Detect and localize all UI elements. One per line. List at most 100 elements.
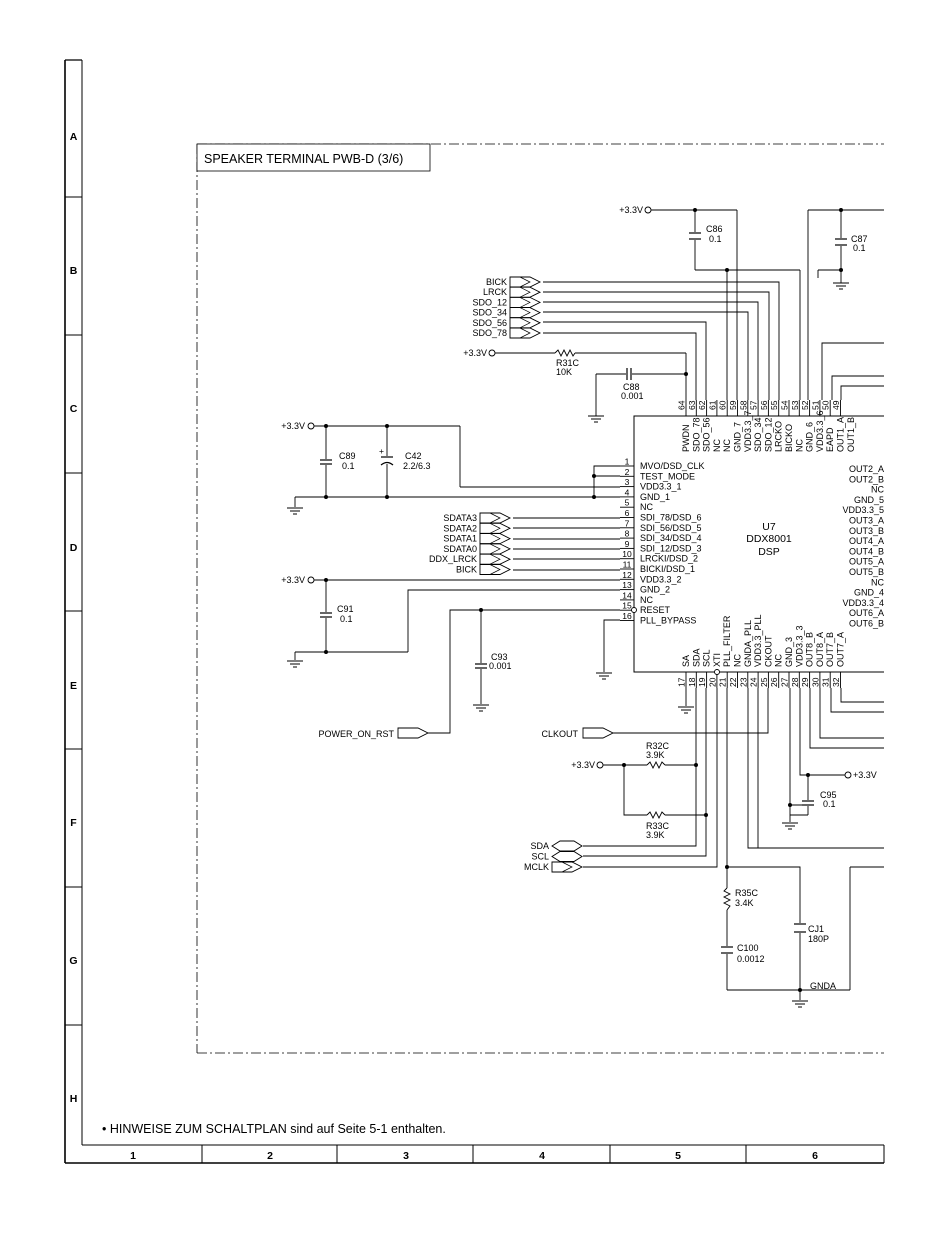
pin-name: GND_7 — [733, 422, 743, 452]
pin-name: SDI_12/DSD_3 — [640, 543, 702, 553]
pin-number: 9 — [625, 539, 630, 549]
pin-name: VDD3.3_6 — [815, 410, 825, 452]
component-labels: C86 0.1 C87 0.1 R31C 10K C88 0.001 C89 0… — [337, 224, 868, 964]
c88-val: 0.001 — [621, 391, 644, 401]
pin-name: SDI_56/DSD_5 — [640, 523, 702, 533]
connector-label: SDATA2 — [443, 523, 477, 533]
board-outline — [196, 143, 884, 1054]
r32c-val: 3.9K — [646, 750, 665, 760]
connector-arrow — [509, 307, 542, 319]
pin-number: 57 — [749, 400, 759, 410]
ground-icon — [286, 507, 304, 515]
connector-arrow — [509, 317, 542, 329]
ground-icon — [286, 660, 304, 668]
pin-number: 19 — [697, 677, 707, 687]
connector-label: SDO_56 — [472, 318, 507, 328]
active-low-marker — [631, 607, 637, 613]
pin-number: 59 — [728, 400, 738, 410]
col-label-1: 1 — [130, 1150, 136, 1162]
pin-number: 58 — [738, 400, 748, 410]
pin-number: 5 — [625, 498, 630, 508]
power-terminals: +3.3V +3.3V +3.3V +3.3V +3.3V +3.3V GNDA — [281, 205, 877, 991]
pin-number: 61 — [707, 400, 717, 410]
sheet-title: SPEAKER TERMINAL PWB-D (3/6) — [204, 152, 403, 166]
ground-icon — [781, 822, 799, 830]
pin-name: GND_1 — [640, 492, 670, 502]
connector-arrow-chevron — [519, 286, 531, 298]
pin-name: TEST_MODE — [640, 471, 695, 481]
pin-number: 3 — [625, 477, 630, 487]
connector-arrow-chevron — [519, 297, 531, 308]
c93-ref: C93 — [491, 652, 508, 662]
pin-number: 22 — [728, 677, 738, 687]
pin-name: NC — [733, 654, 743, 667]
grid-row-labels: A B C D E F G H — [69, 131, 77, 1105]
pin-name: OUT6_B — [849, 619, 884, 629]
pin-name: GND_6 — [805, 422, 815, 452]
r33c-val: 3.9K — [646, 830, 665, 840]
pin-name: OUT2_B — [849, 474, 884, 484]
pin-name: SDA — [691, 648, 701, 667]
pin-name: NC — [871, 577, 884, 587]
pin-name: VDD3.3_4 — [842, 598, 884, 608]
connector-label: SDO_34 — [472, 308, 507, 318]
pin-name: NC — [712, 439, 722, 452]
chip-right-pins: OUT2_AOUT2_BNCGND_5VDD3.3_5OUT3_AOUT3_BO… — [842, 464, 884, 629]
pin-number: 25 — [759, 677, 769, 687]
connector-arrow — [479, 553, 512, 565]
pin-number: 51 — [810, 400, 820, 410]
connector-label: LRCK — [483, 287, 507, 297]
pin-number: 52 — [800, 400, 810, 410]
pin-name: PLL_FILTER — [722, 615, 732, 667]
col-label-6: 6 — [812, 1150, 818, 1162]
connector-arrow-chevron — [489, 533, 501, 544]
resistors — [554, 348, 732, 911]
connector-arrow — [509, 276, 542, 288]
vcc-label-r31c: +3.3V — [463, 348, 487, 358]
c87-ref: C87 — [851, 234, 868, 244]
row-label-e: E — [70, 680, 77, 692]
pin-number: 31 — [821, 677, 831, 687]
pin-number: 56 — [759, 400, 769, 410]
connector-arrow-bidir — [551, 851, 583, 862]
pin-name: OUT1_A — [836, 417, 846, 452]
connector-arrow-chevron — [489, 543, 501, 555]
pin-name: OUT7_B — [825, 632, 835, 667]
r33c-ref: R33C — [646, 821, 670, 831]
connector-arrow-chevron — [489, 522, 501, 534]
row-label-b: B — [70, 265, 78, 277]
pin-number: 53 — [790, 400, 800, 410]
pin-number: 50 — [821, 400, 831, 410]
pin-number: 17 — [677, 677, 687, 687]
pin-name: OUT1_B — [846, 417, 856, 452]
c100-ref: C100 — [737, 943, 759, 953]
col-label-3: 3 — [403, 1150, 409, 1162]
pin-number: 23 — [738, 677, 748, 687]
chip-ref: U7 — [762, 521, 776, 533]
c42-plus: + — [379, 446, 384, 456]
pin-name: GNDA_PLL — [743, 620, 753, 667]
title-box — [196, 143, 431, 172]
row-label-c: C — [70, 403, 78, 415]
connector-power-on-rst: POWER_ON_RST — [318, 727, 430, 739]
pin-name: VDD3.3_1 — [640, 482, 682, 492]
pin-number: 32 — [831, 677, 841, 687]
cj1-ref: CJ1 — [808, 924, 824, 934]
cj1-val: 180P — [808, 934, 829, 944]
c95-val: 0.1 — [823, 799, 836, 809]
pin-number: 2 — [625, 467, 630, 477]
pin-name: VDD3.3_3 — [794, 625, 804, 667]
gnda-label: GNDA — [810, 981, 836, 991]
row-label-d: D — [70, 542, 78, 554]
row-label-g: G — [69, 955, 77, 967]
pin-name: PWDN — [681, 425, 691, 453]
connector-arrow — [479, 564, 512, 575]
connector-label: MCLK — [524, 862, 549, 872]
ground-icon — [791, 1000, 809, 1008]
pin-number: 60 — [718, 400, 728, 410]
vcc-label-top: +3.3V — [619, 205, 643, 215]
pin-name: VDD3.3_2 — [640, 574, 682, 584]
